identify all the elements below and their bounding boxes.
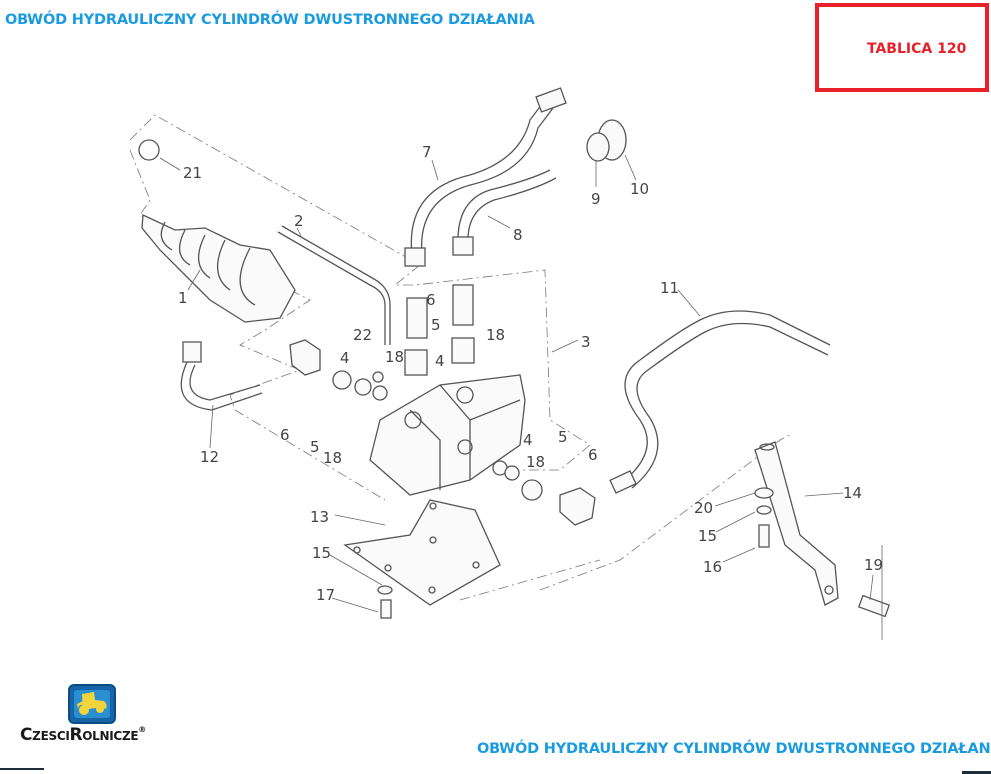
brand-name: CzesciRolnicze® — [20, 725, 146, 745]
part-8-hose — [457, 169, 551, 241]
tractor-icon — [77, 692, 107, 715]
part-7-hose — [410, 99, 546, 256]
part-13-mounting-plate — [343, 499, 501, 606]
part-9-10-quick-coupling — [586, 119, 627, 162]
label-4a: 4 — [340, 349, 350, 367]
corner-mark-left — [0, 768, 44, 770]
label-16: 16 — [703, 558, 722, 576]
part-12-fitting — [182, 341, 202, 363]
label-3: 3 — [581, 333, 591, 351]
label-22: 22 — [353, 326, 372, 344]
assembly-frame-bottom — [459, 559, 601, 601]
part-6-fitting-left — [406, 297, 428, 339]
label-15b: 15 — [698, 527, 717, 545]
table-number-box: TABLICA 120 — [815, 3, 989, 92]
label-6b: 6 — [280, 426, 290, 444]
footer-title: OBWÓD HYDRAULICZNY CYLINDRÓW DWUSTRONNEG… — [477, 741, 991, 757]
brand-logo: CzesciRolnicze® — [18, 684, 178, 754]
tractor-badge — [68, 684, 116, 724]
assembly-frame-upper — [129, 114, 591, 471]
page-title: OBWÓD HYDRAULICZNY CYLINDRÓW DWUSTRONNEG… — [5, 12, 535, 28]
label-17: 17 — [316, 586, 335, 604]
part-5-nut-right — [451, 337, 475, 364]
part-12-hose — [189, 364, 261, 401]
label-4b: 4 — [435, 352, 445, 370]
part-1-cylinder-boot — [141, 214, 296, 323]
part-21-plug — [138, 139, 160, 161]
label-5c: 5 — [558, 428, 568, 446]
part-5-nut-side — [332, 370, 352, 390]
label-21: 21 — [183, 164, 202, 182]
part-12-hose-edge — [180, 361, 263, 411]
label-13: 13 — [310, 508, 329, 526]
label-11: 11 — [660, 279, 679, 297]
part-11-fitting — [609, 470, 637, 494]
label-15a: 15 — [312, 544, 331, 562]
part-5-nut-left — [404, 349, 428, 376]
part-15-washer-bottom — [377, 585, 393, 595]
assembly-frame-left — [129, 149, 386, 501]
part-8-fitting-bottom — [452, 236, 474, 256]
part-4-ring-side — [372, 385, 388, 401]
label-9: 9 — [591, 190, 601, 208]
brand-name-text: CzesciRolnicze — [20, 725, 139, 745]
part-18-washer-right — [504, 465, 520, 481]
table-number-label: TABLICA 120 — [867, 41, 967, 57]
part-3-valve-block — [369, 374, 526, 496]
part-8-hose-edge — [467, 177, 557, 241]
label-10: 10 — [630, 180, 649, 198]
part-7-hose-edge — [420, 107, 554, 256]
label-6c: 6 — [588, 446, 598, 464]
part-19-bolt — [857, 594, 891, 618]
label-5a: 5 — [431, 316, 441, 334]
part-2-pipe-edge — [281, 225, 391, 345]
label-18c: 18 — [323, 449, 342, 467]
part-7-fitting-bottom — [404, 247, 426, 267]
part-14-bracket — [754, 441, 839, 606]
label-14: 14 — [843, 484, 862, 502]
part-15-lock-washer — [756, 505, 772, 515]
label-4c: 4 — [523, 431, 533, 449]
leader-lines — [159, 154, 874, 613]
corner-mark-right — [962, 771, 991, 774]
assembly-frame-right — [539, 434, 791, 591]
label-20: 20 — [694, 499, 713, 517]
label-19: 19 — [864, 556, 883, 574]
label-18b: 18 — [486, 326, 505, 344]
part-22-nut — [372, 371, 384, 383]
part-17-bolt — [380, 599, 392, 619]
part-labels: 1 2 3 4 4 4 5 5 5 6 6 6 7 8 9 10 11 12 1… — [178, 143, 883, 604]
part-11-pipe — [624, 310, 831, 481]
brand-trademark: ® — [138, 725, 146, 734]
part-11-pipe-edge — [631, 322, 829, 489]
label-12: 12 — [200, 448, 219, 466]
label-6a: 6 — [426, 291, 436, 309]
part-18-washer-side — [354, 378, 372, 396]
label-2: 2 — [294, 212, 304, 230]
part-20-washer — [754, 487, 774, 499]
part-2-pipe — [277, 231, 386, 345]
label-18a: 18 — [385, 348, 404, 366]
label-18d: 18 — [526, 453, 545, 471]
part-6-fitting-right — [452, 284, 474, 326]
label-7: 7 — [422, 143, 432, 161]
label-5b: 5 — [310, 438, 320, 456]
part-6-elbow-left — [289, 339, 321, 376]
label-1: 1 — [178, 289, 188, 307]
label-8: 8 — [513, 226, 523, 244]
part-6-elbow-right — [559, 487, 596, 526]
part-5-nut-right-side — [521, 479, 543, 501]
part-7-fitting-top — [535, 87, 567, 113]
part-16-bolt — [758, 524, 770, 548]
